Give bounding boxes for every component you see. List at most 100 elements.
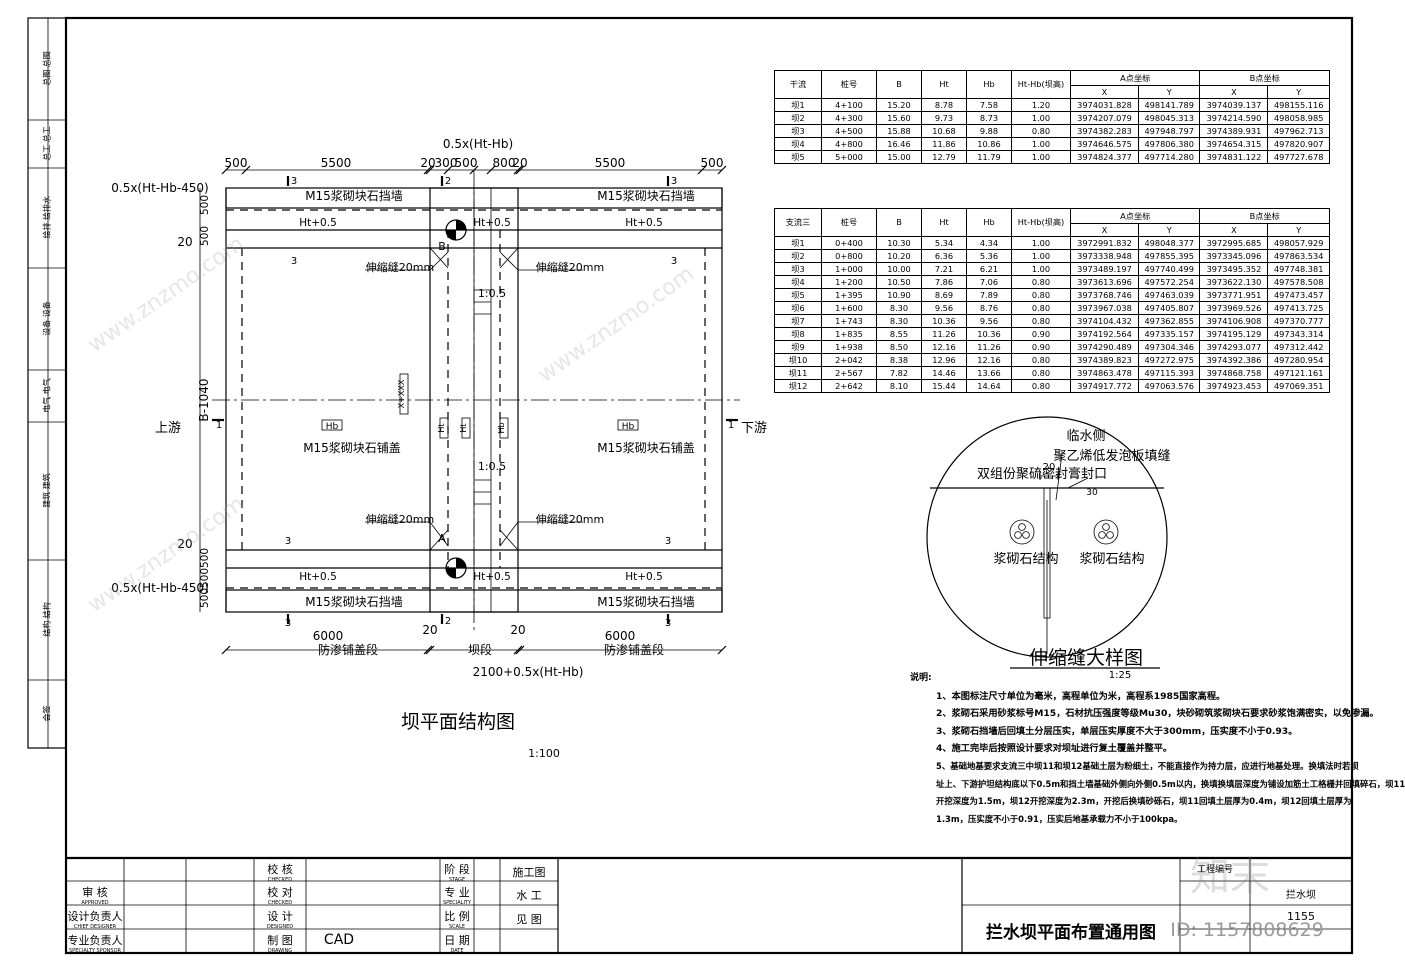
main-table-cell: 坝3 <box>774 124 822 138</box>
hb-label-right: Hb <box>622 422 635 432</box>
top-formula: 0.5x(Ht-Hb) <box>443 137 513 151</box>
benchmark-a <box>445 557 467 579</box>
lower-left-wall-label: M15浆砌块石挡墙 <box>305 594 403 609</box>
bottom-dim-1: 20 <box>422 623 437 637</box>
trib-table-cell: 3972991.832 <box>1070 236 1139 250</box>
ht-label-2: Ht <box>459 423 468 432</box>
trib-table-cell: 5.34 <box>921 236 967 250</box>
cap-label-ur: Ht+0.5 <box>625 217 663 229</box>
trib-header-bx: X <box>1199 223 1269 237</box>
trib-table-cell: 10.20 <box>876 249 922 263</box>
project-label: 工程编号 <box>1196 865 1233 875</box>
trib-table-cell: 8.76 <box>966 301 1012 315</box>
trib-table-cell: 497115.393 <box>1137 366 1201 380</box>
main-table-cell: 1.00 <box>1011 137 1071 151</box>
trib-table-cell: 1+395 <box>821 288 877 302</box>
detail-scale: 1:25 <box>1109 670 1131 681</box>
plan-title: 坝平面结构图 <box>401 711 515 733</box>
trib-table-cell: 坝12 <box>774 379 822 393</box>
trib-table-cell: 497335.157 <box>1137 327 1201 341</box>
joint-label-ul: 伸缩缝20mm <box>366 260 434 274</box>
trib-table-cell: 1.00 <box>1011 262 1071 276</box>
main-table-cell: 1.00 <box>1011 150 1071 164</box>
bottom-label-1: 坝段 <box>468 642 492 657</box>
trib-table-cell: 坝4 <box>774 275 822 289</box>
tributary-table: 支流三 桩号 B Ht Hb Ht-Hb(坝高) A点坐标 B点坐标 X Y X… <box>774 208 1330 393</box>
left-dim-500-e: 500 <box>199 588 211 608</box>
sidebar-cell: 建筑 建筑 <box>42 473 52 508</box>
hb-label-left: Hb <box>326 422 339 432</box>
trib-table-cell: 1+000 <box>821 262 877 276</box>
trib-table-cell: 12.16 <box>966 353 1012 367</box>
trib-table-cell: 3974923.453 <box>1199 379 1269 393</box>
lower-left-formula: 0.5x(Ht-Hb-450) <box>111 581 208 595</box>
main-table-cell: 15.20 <box>876 98 922 112</box>
left-dim-500-d: 500 <box>199 568 211 588</box>
joint-label-ll: 伸缩缝20mm <box>366 512 434 526</box>
main-header-station: 桩号 <box>821 70 877 99</box>
trib-table-cell: 0.80 <box>1011 379 1071 393</box>
expansion-joint-detail <box>926 416 1168 669</box>
stage-value-3: 见 图 <box>516 913 542 926</box>
main-table-cell: 4+100 <box>821 98 877 112</box>
watermark-url-2: www.znzmo.com <box>534 262 699 388</box>
trib-table-cell: 15.44 <box>921 379 967 393</box>
trib-table-cell: 3974863.478 <box>1070 366 1139 380</box>
trib-table-cell: 9.56 <box>921 301 967 315</box>
main-table-cell: 15.60 <box>876 111 922 125</box>
trib-table-cell: 497578.508 <box>1267 275 1330 289</box>
main-table-cell: 3974654.315 <box>1199 137 1269 151</box>
main-table-cell: 坝5 <box>774 150 822 164</box>
trib-header-by: Y <box>1267 223 1330 237</box>
trib-table-cell: 3974392.386 <box>1199 353 1269 367</box>
side-dimension: B-1040 <box>197 378 211 421</box>
cap-label-ll: Ht+0.5 <box>299 571 337 583</box>
sidebar-cell: 会签 <box>42 705 52 722</box>
detail-dim-20: 20 <box>1043 462 1056 473</box>
main-table-cell: 498045.313 <box>1137 111 1201 125</box>
main-table-cell: 0.80 <box>1011 124 1071 138</box>
top-dim-2: 20 <box>420 156 435 170</box>
main-table-cell: 497714.280 <box>1137 150 1201 164</box>
bottom-dim-3: 6000 <box>605 629 636 643</box>
top-dim-4: 500 <box>455 156 478 170</box>
trib-table-cell: 8.30 <box>876 301 922 315</box>
trib-table-cell: 3974195.129 <box>1199 327 1269 341</box>
main-header-ay: Y <box>1137 85 1201 99</box>
stage-value-2: 水 工 <box>516 889 542 902</box>
note-line: 1、本图标注尺寸单位为毫米，高程单位为米，高程系1985国家高程。 <box>936 690 1226 702</box>
trib-table-cell: 4.34 <box>966 236 1012 250</box>
main-table-cell: 16.46 <box>876 137 922 151</box>
trib-table-cell: 3973967.038 <box>1070 301 1139 315</box>
joint-label-lr: 伸缩缝20mm <box>536 512 604 526</box>
trib-table-cell: 8.30 <box>876 314 922 328</box>
trib-table-cell: 497863.534 <box>1267 249 1330 263</box>
trib-header-ay: Y <box>1137 223 1201 237</box>
main-table-cell: 3974824.377 <box>1070 150 1139 164</box>
top-dim-7: 5500 <box>595 156 626 170</box>
watermark-id: ID: 1157808629 <box>1170 919 1324 941</box>
left-paving-label: M15浆砌块石铺盖 <box>303 440 401 455</box>
trib-table-cell: 1+938 <box>821 340 877 354</box>
sidebar-cell: 电气 电气 <box>42 378 52 413</box>
main-table-cell: 11.86 <box>921 137 967 151</box>
trib-table-cell: 498057.929 <box>1267 236 1330 250</box>
trib-table-cell: 坝5 <box>774 288 822 302</box>
sidebar-cell: 给排 给排水 <box>42 195 52 239</box>
trib-table-cell: 10.00 <box>876 262 922 276</box>
trib-header-ht: Ht <box>921 208 967 237</box>
trib-table-cell: 坝1 <box>774 236 822 250</box>
left-dim-500-b: 500 <box>199 226 211 246</box>
trib-table-cell: 497405.807 <box>1137 301 1201 315</box>
joint-label-ur: 伸缩缝20mm <box>536 260 604 274</box>
trib-table-cell: 0.80 <box>1011 288 1071 302</box>
